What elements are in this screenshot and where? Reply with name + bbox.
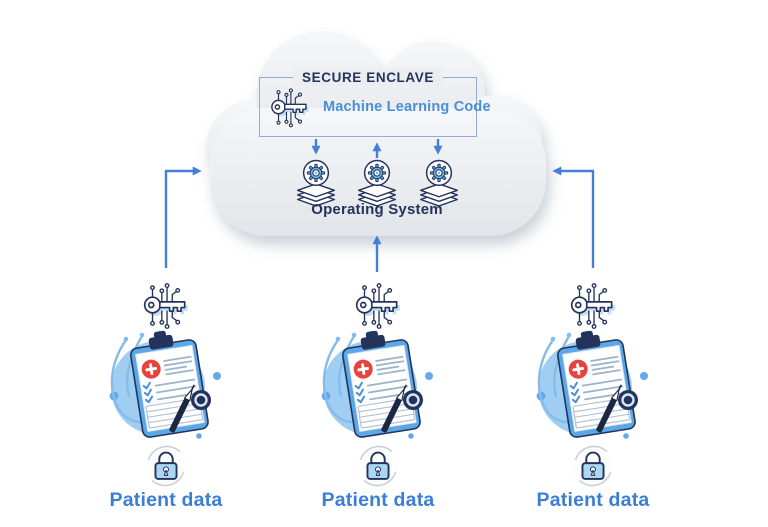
patient-data-label-1: Patient data (109, 489, 223, 511)
patient-data-label-3: Patient data (536, 489, 650, 511)
secure-enclave-label: SECURE ENCLAVE (293, 69, 443, 86)
medical-clipboard-illustration-1 (96, 326, 236, 446)
machine-learning-code-label: Machine Learning Code (323, 99, 491, 115)
medical-clipboard-illustration-2 (308, 326, 448, 446)
circuit-key-icon-3 (566, 278, 620, 332)
padlock-icon-3 (570, 443, 616, 489)
circuit-key-icon-2 (351, 278, 405, 332)
circuit-key-icon-1 (139, 278, 193, 332)
patient-data-label-2: Patient data (321, 489, 435, 511)
secure-enclave-box: SECURE ENCLAVE Machine Learning Code (259, 69, 491, 137)
operating-system-label: Operating System (311, 201, 443, 218)
padlock-icon-2 (355, 443, 401, 489)
medical-clipboard-illustration-3 (523, 326, 663, 446)
padlock-icon-1 (143, 443, 189, 489)
circuit-key-icon (267, 84, 313, 130)
